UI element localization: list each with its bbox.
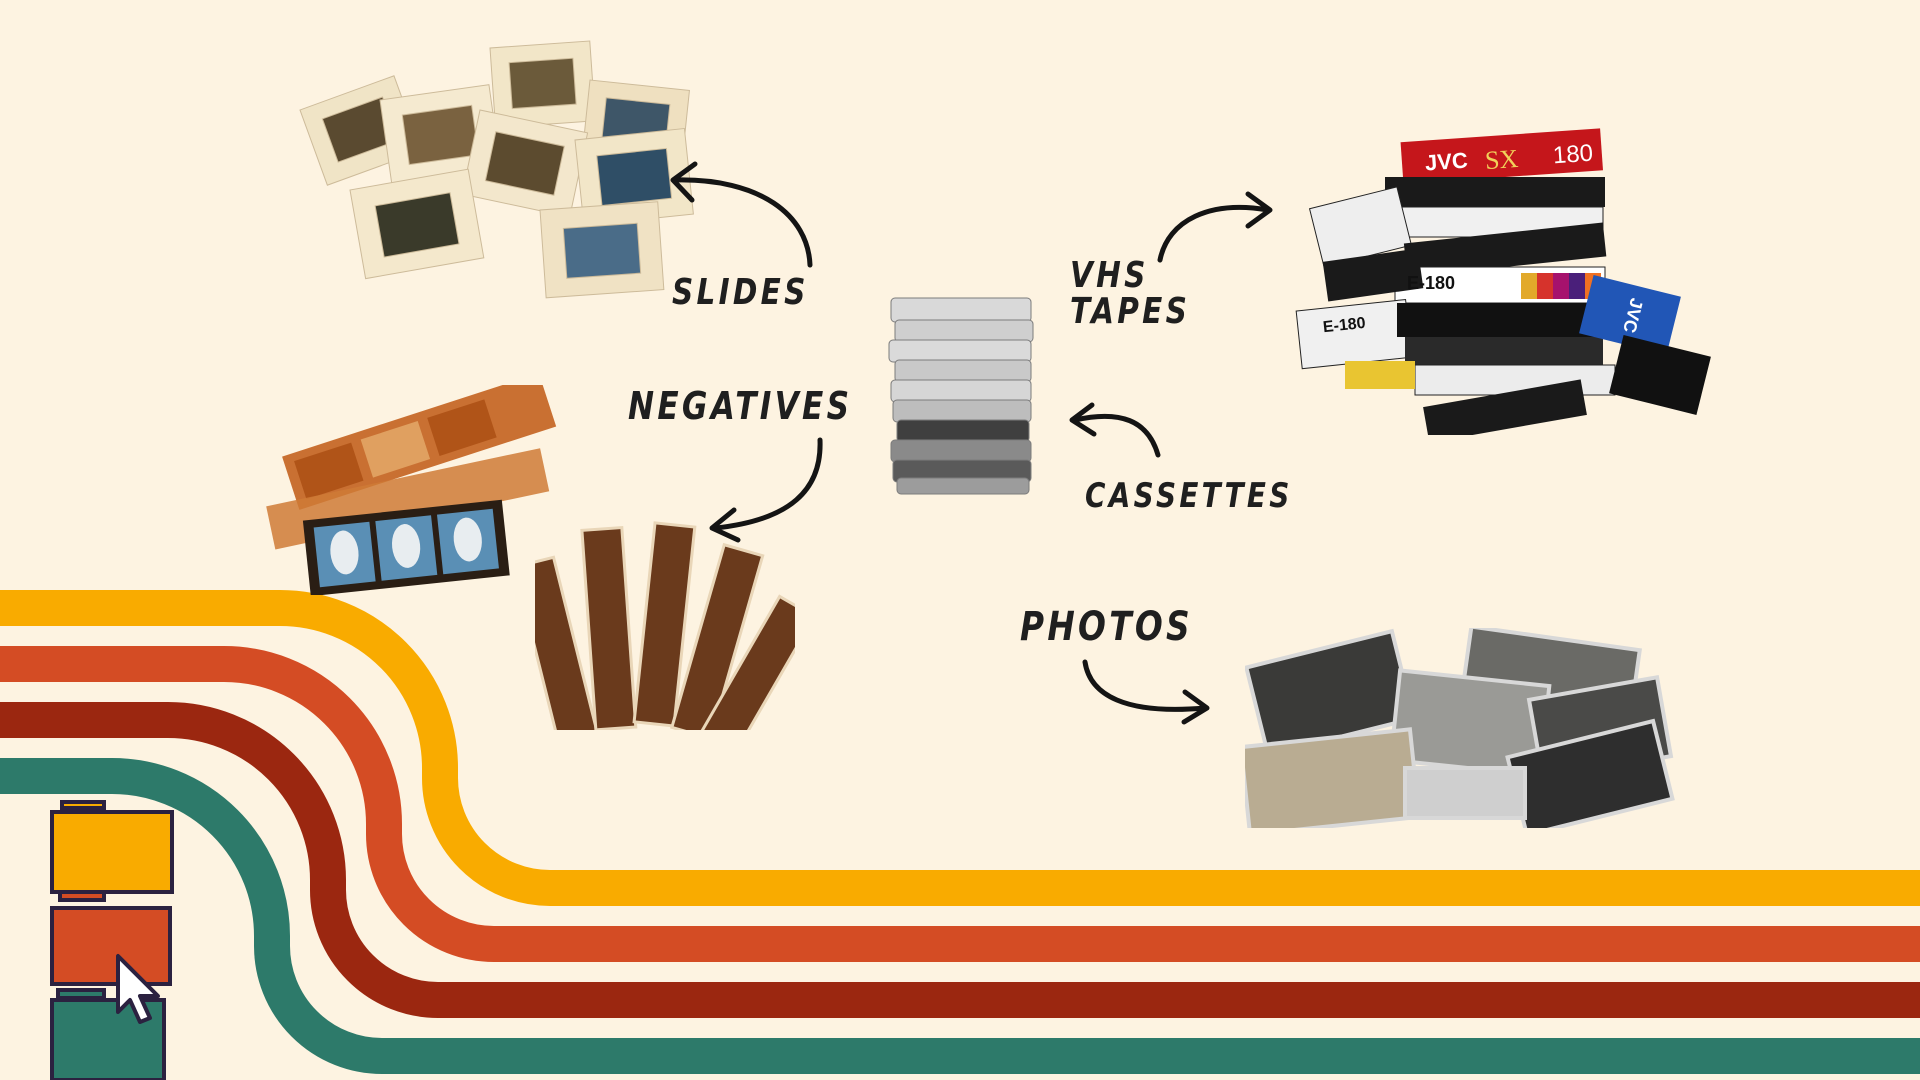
cassette-stack-image <box>888 297 1034 495</box>
negatives-strip-image <box>266 385 557 595</box>
photos-pile-image <box>1245 628 1675 828</box>
film-strips-image <box>535 521 795 730</box>
arrow-photos-icon <box>1082 659 1210 725</box>
label-slides: SLIDES <box>672 272 809 313</box>
vhs-middle-model: E-180 <box>1407 273 1456 293</box>
label-negatives: NEGATIVES <box>628 384 853 428</box>
arrow-vhs-icon <box>1157 191 1273 263</box>
label-vhs-tapes: VHS TAPES <box>1070 258 1190 330</box>
stripe-orange <box>0 646 1920 962</box>
label-vhs-line2: TAPES <box>1070 291 1191 332</box>
label-vhs-line1: VHS <box>1070 255 1149 296</box>
label-photos: PHOTOS <box>1020 604 1193 650</box>
stripe-yellow <box>0 590 1920 906</box>
stripe-teal <box>0 758 1920 1074</box>
arrow-cassettes-icon <box>1069 402 1161 458</box>
vhs-stack-image: JVC SX 180 E-180 JVC E-180 <box>1285 125 1725 435</box>
arrow-slides-icon <box>670 161 813 268</box>
slides-pile-image <box>299 40 694 299</box>
label-cassettes: CASSETTES <box>1085 476 1293 516</box>
arrow-negatives-icon <box>709 437 823 543</box>
stripe-red <box>0 702 1920 1018</box>
